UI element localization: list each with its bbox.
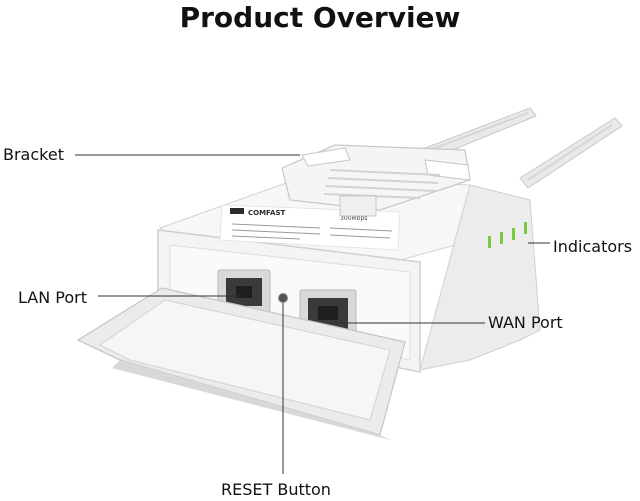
wan-port-label: WAN Port — [488, 313, 563, 332]
reset-hole — [278, 293, 288, 303]
led-1 — [488, 236, 491, 248]
indicators-label: Indicators — [553, 237, 633, 256]
led-4 — [524, 222, 527, 234]
brand-text: COMFAST — [248, 209, 285, 217]
lan-port-label: LAN Port — [18, 288, 87, 307]
reset-button-label: RESET Button — [221, 480, 331, 499]
model-text: 300Mbps — [340, 215, 367, 222]
port-cover — [76, 287, 406, 440]
indicator-leds — [488, 222, 527, 248]
led-2 — [500, 232, 503, 244]
antenna-right — [519, 117, 623, 189]
bracket — [281, 144, 471, 217]
bracket-label: Bracket — [3, 145, 64, 164]
page-title: Product Overview — [179, 1, 461, 34]
led-3 — [512, 228, 515, 240]
